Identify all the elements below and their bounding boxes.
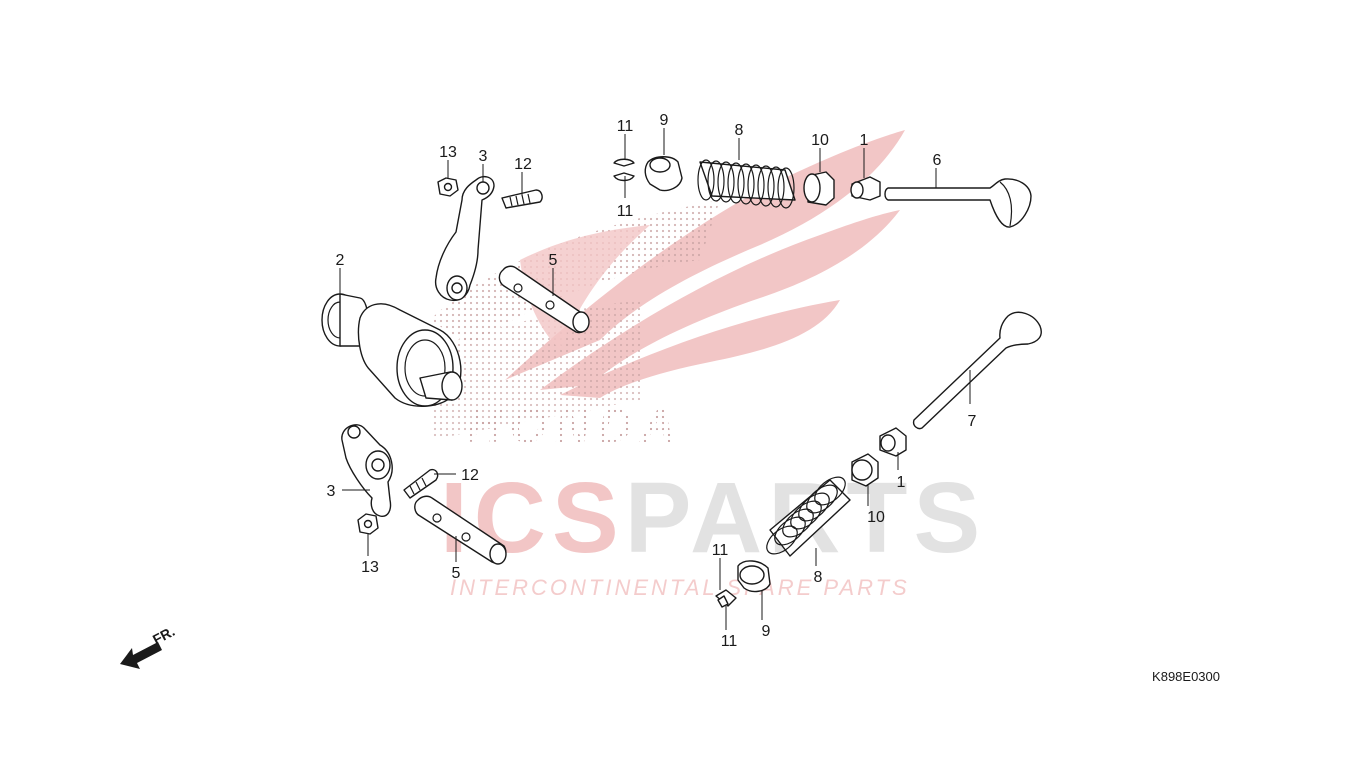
callout-3-bottom[interactable]: 3 — [327, 483, 336, 500]
valve-spring-top — [697, 159, 796, 209]
front-arrow-icon — [120, 642, 162, 669]
honda-brand-word: HONDA — [467, 400, 683, 453]
front-direction-marker: FR. — [120, 623, 177, 669]
callout-8-top[interactable]: 8 — [735, 122, 744, 139]
exhaust-valve-part — [912, 311, 1042, 430]
leader-lines — [339, 128, 971, 630]
callout-9-bottom[interactable]: 9 — [762, 623, 771, 640]
spring-retainer-bottom — [737, 560, 771, 593]
callout-13-top[interactable]: 13 — [439, 144, 457, 161]
spring-seat-bottom — [851, 453, 879, 487]
callout-3-top[interactable]: 3 — [479, 148, 488, 165]
callout-numbers: 13 3 12 11 11 9 8 10 1 6 2 5 7 3 12 13 5… — [327, 112, 977, 650]
ics-parts-watermark: ICSPARTS INTERCONTINENTAL SPARE PARTS — [440, 462, 986, 600]
watermark-ics: ICSPARTS — [440, 462, 986, 574]
callout-12-bottom[interactable]: 12 — [461, 467, 479, 484]
callout-8-bottom[interactable]: 8 — [814, 569, 823, 586]
adjust-screw-top — [501, 189, 543, 209]
spring-retainer-top — [644, 156, 683, 192]
front-label: FR. — [150, 623, 177, 648]
callout-9-top[interactable]: 9 — [660, 112, 669, 129]
callout-13-bottom[interactable]: 13 — [361, 559, 379, 576]
callout-10-top[interactable]: 10 — [811, 132, 829, 149]
callout-5-top[interactable]: 5 — [549, 252, 558, 269]
callout-11-bottom-a[interactable]: 11 — [712, 542, 729, 559]
rocker-nut-top — [437, 177, 459, 197]
rocker-arm-top — [434, 175, 495, 302]
callout-7[interactable]: 7 — [968, 413, 977, 430]
rocker-shaft-bottom — [414, 495, 507, 565]
valve-spring-bottom — [766, 476, 851, 557]
spring-seat-top — [803, 171, 835, 206]
rocker-shaft-top — [498, 265, 590, 334]
rocker-arm-bottom — [341, 424, 393, 517]
camshaft-part — [321, 293, 463, 407]
callout-11-bottom-b[interactable]: 11 — [721, 633, 738, 650]
intake-valve-part — [884, 178, 1032, 228]
callout-5-bottom[interactable]: 5 — [452, 565, 461, 582]
diagram-code: K898E0300 — [1152, 669, 1220, 684]
callout-10-bottom[interactable]: 10 — [867, 509, 885, 526]
rocker-nut-bottom — [357, 513, 379, 535]
callout-1-top[interactable]: 1 — [860, 132, 869, 149]
callout-11-top-b[interactable]: 11 — [617, 203, 634, 220]
callout-6[interactable]: 6 — [933, 152, 942, 169]
stem-seal-top — [850, 176, 881, 201]
valve-cotter-bottom — [715, 589, 737, 608]
adjust-screw-bottom — [403, 468, 439, 499]
callout-12-top[interactable]: 12 — [514, 156, 532, 173]
watermark-tagline: INTERCONTINENTAL SPARE PARTS — [450, 575, 910, 600]
svg-text:HONDA: HONDA — [467, 400, 683, 453]
valve-cotter-top — [613, 158, 635, 182]
callout-2[interactable]: 2 — [336, 252, 345, 269]
stem-seal-bottom — [879, 427, 907, 457]
callout-1-bottom[interactable]: 1 — [897, 474, 906, 491]
callout-11-top-a[interactable]: 11 — [617, 118, 634, 135]
